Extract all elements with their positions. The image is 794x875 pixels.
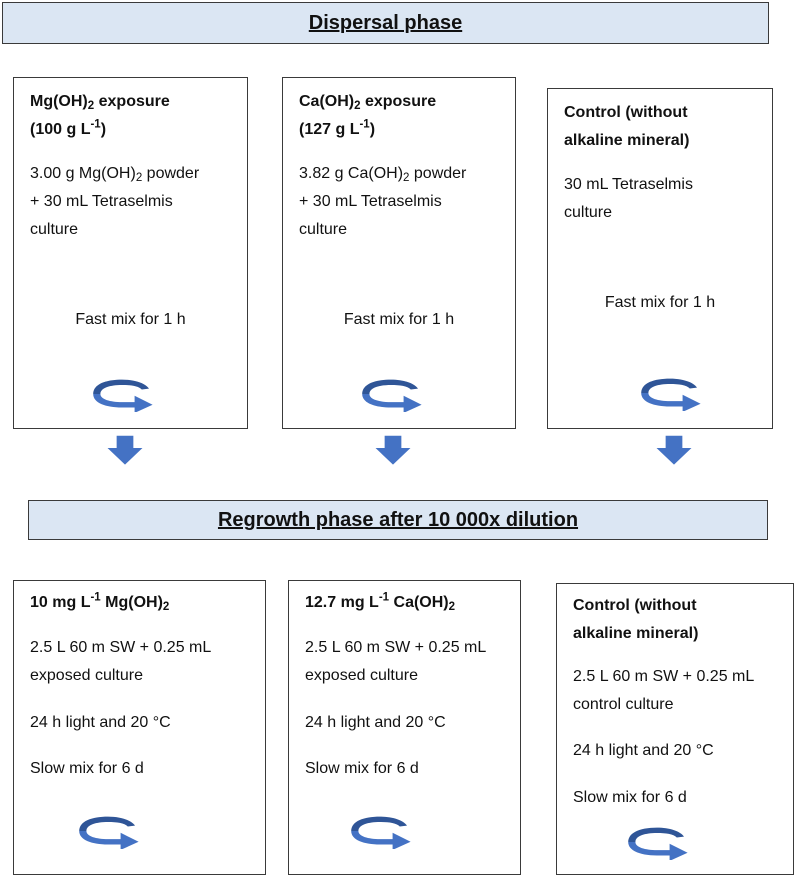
dispersal-ca-line3: culture xyxy=(299,221,348,238)
regrowth-control-box: Control (without alkaline mineral) 2.5 L… xyxy=(556,583,794,875)
dispersal-control-line1: 30 mL Tetraselmis xyxy=(564,176,693,193)
dispersal-control-mix: Fast mix for 1 h xyxy=(604,294,716,311)
regrowth-ca-line3: 24 h light and 20 °C xyxy=(305,714,446,731)
down-arrow-icon xyxy=(374,434,412,468)
dispersal-ca-title: Ca(OH)2 exposure xyxy=(299,93,437,112)
regrowth-mg-line3: 24 h light and 20 °C xyxy=(30,714,171,731)
dispersal-control-title-line2: alkaline mineral) xyxy=(564,132,690,149)
dispersal-mg-line1: 3.00 g Mg(OH)2 powder xyxy=(30,165,200,184)
dispersal-ca-line1: 3.82 g Ca(OH)2 powder xyxy=(299,165,467,184)
regrowth-mg-line1: 2.5 L 60 m SW + 0.25 mL xyxy=(30,639,212,656)
dispersal-ca-mix: Fast mix for 1 h xyxy=(343,311,455,328)
regrowth-ca-mix: Slow mix for 6 d xyxy=(305,760,419,777)
regrowth-control-line1: 2.5 L 60 m SW + 0.25 mL xyxy=(573,668,755,685)
dispersal-mg-line3: culture xyxy=(30,221,79,238)
dispersal-ca-line2: + 30 mL Tetraselmis xyxy=(299,193,442,210)
regrowth-ca-title: 12.7 mg L-1 Ca(OH)2 xyxy=(305,591,456,613)
down-arrow-icon xyxy=(106,434,144,468)
dispersal-mg-box: Mg(OH)2 exposure (100 g L-1) 3.00 g Mg(O… xyxy=(13,77,248,429)
regrowth-phase-heading: Regrowth phase after 10 000x dilution xyxy=(28,500,768,540)
dispersal-phase-heading: Dispersal phase xyxy=(2,2,769,44)
circular-rotation-arrow-icon xyxy=(621,824,693,860)
regrowth-ca-box: 12.7 mg L-1 Ca(OH)2 2.5 L 60 m SW + 0.25… xyxy=(288,580,521,875)
circular-rotation-arrow-icon xyxy=(634,375,706,411)
regrowth-mg-mix: Slow mix for 6 d xyxy=(30,760,144,777)
regrowth-mg-title: 10 mg L-1 Mg(OH)2 xyxy=(30,591,170,613)
dispersal-ca-box: Ca(OH)2 exposure (127 g L-1) 3.82 g Ca(O… xyxy=(282,77,516,429)
regrowth-phase-title: Regrowth phase after 10 000x dilution xyxy=(217,508,579,531)
regrowth-mg-line2: exposed culture xyxy=(30,667,143,684)
regrowth-control-mix: Slow mix for 6 d xyxy=(573,789,687,806)
dispersal-mg-line2: + 30 mL Tetraselmis xyxy=(30,193,173,210)
regrowth-control-title-line2: alkaline mineral) xyxy=(573,625,699,642)
dispersal-control-box: Control (without alkaline mineral) 30 mL… xyxy=(547,88,773,429)
dispersal-ca-concentration: (127 g L-1) xyxy=(299,118,376,138)
down-arrow-icon xyxy=(655,434,693,468)
circular-rotation-arrow-icon xyxy=(86,376,158,412)
dispersal-control-line2: culture xyxy=(564,204,613,221)
regrowth-control-line2: control culture xyxy=(573,696,674,713)
regrowth-ca-line1: 2.5 L 60 m SW + 0.25 mL xyxy=(305,639,487,656)
circular-rotation-arrow-icon xyxy=(344,813,416,849)
regrowth-control-title-line1: Control (without xyxy=(573,597,697,614)
dispersal-mg-concentration: (100 g L-1) xyxy=(30,118,107,138)
circular-rotation-arrow-icon xyxy=(72,813,144,849)
dispersal-mg-title: Mg(OH)2 exposure xyxy=(30,93,170,112)
regrowth-control-line3: 24 h light and 20 °C xyxy=(573,742,714,759)
regrowth-ca-line2: exposed culture xyxy=(305,667,418,684)
circular-rotation-arrow-icon xyxy=(355,376,427,412)
dispersal-control-title-line1: Control (without xyxy=(564,104,688,121)
dispersal-mg-mix: Fast mix for 1 h xyxy=(75,311,186,328)
regrowth-mg-box: 10 mg L-1 Mg(OH)2 2.5 L 60 m SW + 0.25 m… xyxy=(13,580,266,875)
dispersal-phase-title: Dispersal phase xyxy=(308,11,463,34)
